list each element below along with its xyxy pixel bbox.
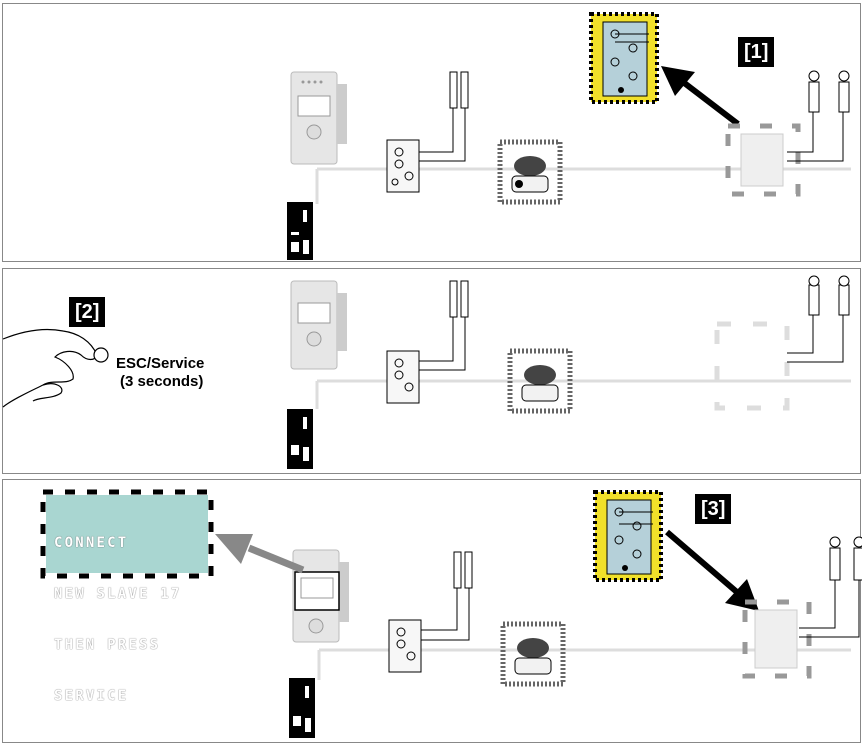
io-module-icon [388, 619, 422, 673]
step-1-panel: [1] [2, 3, 861, 262]
step-1-number: [1] [738, 37, 775, 67]
io-module-icon [386, 139, 420, 193]
gateway-controller-icon [292, 549, 349, 643]
sensor-icon [413, 280, 469, 371]
replacement-module-icon [742, 536, 862, 679]
lcd-line-2: NEW SLAVE 17 [54, 586, 182, 602]
lcd-arrow-icon [215, 534, 305, 574]
emergency-stop-icon [500, 621, 566, 687]
power-supply-icon [287, 202, 313, 260]
sensor-icon [417, 551, 473, 641]
step-2-diagram [2, 275, 851, 469]
lcd-line-4: SERVICE [54, 688, 129, 704]
arrow-icon [661, 66, 740, 127]
step-3-diagram [40, 489, 862, 738]
emergency-stop-icon [507, 348, 573, 414]
hold-duration-label: (3 seconds) [120, 373, 204, 390]
hand-icon [2, 328, 109, 408]
highlighted-module-icon [589, 12, 659, 104]
power-supply-icon [289, 678, 315, 738]
step-2-panel: [2] ESC/Service (3 seconds) [2, 268, 861, 474]
io-module-icon [386, 350, 420, 404]
esc-service-button-label: ESC/Service [116, 355, 205, 372]
power-supply-icon [287, 409, 313, 469]
lcd-display: CONNECT NEW SLAVE 17 THEN PRESS SERVICE [46, 495, 208, 704]
highlighted-module-icon [593, 490, 663, 582]
gateway-controller-icon [290, 280, 347, 370]
replacement-module-icon [725, 70, 850, 197]
arrow-icon [665, 529, 759, 611]
lcd-line-3: THEN PRESS [54, 637, 161, 653]
step-2-number: [2] [69, 297, 106, 327]
step-3-number: [3] [695, 494, 732, 524]
lcd-highlight-frame [40, 489, 214, 579]
gateway-controller-icon [290, 71, 347, 165]
step-1-diagram [287, 12, 851, 260]
emergency-stop-icon [497, 139, 563, 205]
step-3-panel: CONNECT NEW SLAVE 17 THEN PRESS SERVICE … [2, 479, 862, 743]
sensor-icon [413, 71, 469, 162]
empty-slot-icon [714, 275, 850, 411]
lcd-line-1: CONNECT [54, 535, 129, 551]
